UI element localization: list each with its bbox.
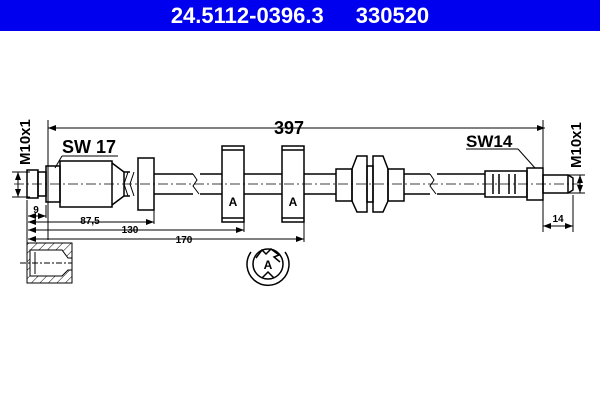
bracket-a-2 [281,145,305,223]
dim-14-label: 14 [552,214,564,225]
right-thread-label: M10x1 [568,122,585,168]
bracket-a-2-label: A [289,195,298,209]
dim-130-label: 130 [122,225,139,236]
left-thread-label: M10x1 [17,119,34,165]
clip-detail-icon [246,248,290,286]
clip-detail-label: A [264,258,273,272]
sleeve-collar-left [335,168,353,202]
port-section-detail [20,242,73,284]
title-bar: 24.5112-0396.3 330520 [0,0,600,31]
dim-170-label: 170 [176,235,193,246]
overall-length-label: 397 [274,118,304,138]
left-crimp-sleeve [59,160,113,208]
part-number: 24.5112-0396.3 [170,2,324,28]
dim-87-5-label: 87,5 [80,216,100,227]
reference-number: 330520 [355,2,430,28]
bracket-a-1-label: A [229,195,238,209]
dim-9-label: 9 [33,205,39,216]
left-wrench-size-label: SW 17 [62,137,116,157]
left-grommet [137,157,155,211]
right-wrench-size-label: SW14 [466,132,513,151]
bracket-a-1 [221,145,245,223]
right-male-thread [542,174,569,194]
sleeve-collar-right [387,168,405,202]
